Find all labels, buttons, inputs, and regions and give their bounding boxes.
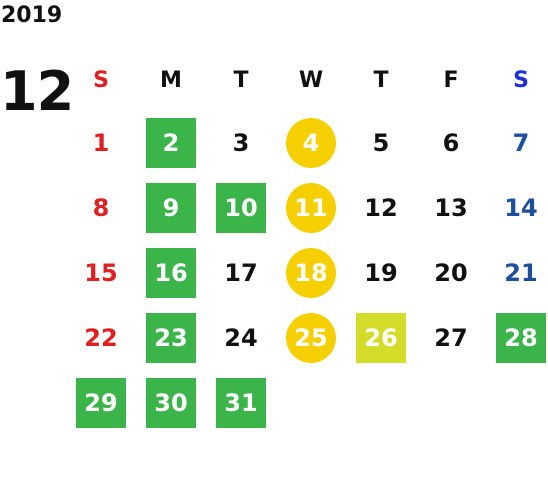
day-cell[interactable]: 9: [136, 175, 206, 240]
day-number: 29: [76, 377, 126, 428]
calendar-week-row: 8 9 10 11 12 13 14: [66, 175, 548, 240]
day-cell[interactable]: 27: [416, 305, 486, 370]
day-number: 25: [286, 312, 336, 363]
day-number: 11: [286, 182, 336, 233]
day-cell[interactable]: 26: [346, 305, 416, 370]
day-number: 27: [434, 323, 468, 352]
day-cell[interactable]: 19: [346, 240, 416, 305]
day-cell[interactable]: 16: [136, 240, 206, 305]
calendar-week-row: 1 2 3 4 5 6 7: [66, 110, 548, 175]
day-cell[interactable]: 8: [66, 175, 136, 240]
day-number: 14: [504, 193, 538, 222]
day-number: 6: [442, 128, 460, 157]
day-cell[interactable]: 25: [276, 305, 346, 370]
calendar-week-row: 29 30 31: [66, 370, 548, 435]
day-cell[interactable]: 22: [66, 305, 136, 370]
day-cell[interactable]: 1: [66, 110, 136, 175]
day-number: 7: [512, 128, 530, 157]
calendar-week-row: 15 16 17 18 19 20 21: [66, 240, 548, 305]
day-number: 23: [146, 312, 196, 363]
day-number: 30: [146, 377, 196, 428]
day-number: 26: [356, 312, 406, 363]
day-cell[interactable]: 7: [486, 110, 548, 175]
day-cell[interactable]: 30: [136, 370, 206, 435]
day-number: 31: [216, 377, 266, 428]
day-number: 20: [434, 258, 468, 287]
calendar-year: 2019: [1, 3, 63, 28]
day-cell[interactable]: 20: [416, 240, 486, 305]
day-cell[interactable]: 15: [66, 240, 136, 305]
day-number: 17: [224, 258, 258, 287]
day-number: 18: [286, 247, 336, 298]
day-number: 22: [84, 323, 118, 352]
calendar-month: 12: [0, 60, 74, 123]
day-cell[interactable]: 31: [206, 370, 276, 435]
day-cell[interactable]: 21: [486, 240, 548, 305]
day-cell[interactable]: 3: [206, 110, 276, 175]
day-number: 8: [92, 193, 110, 222]
day-cell[interactable]: 28: [486, 305, 548, 370]
day-cell[interactable]: 13: [416, 175, 486, 240]
day-cell[interactable]: 4: [276, 110, 346, 175]
day-cell[interactable]: 14: [486, 175, 548, 240]
calendar-week-row: 22 23 24 25 26 27 28: [66, 305, 548, 370]
weekday-thu: T: [373, 67, 389, 93]
day-number: 4: [286, 117, 336, 168]
day-number: 21: [504, 258, 538, 287]
day-cell[interactable]: 23: [136, 305, 206, 370]
day-cell[interactable]: 12: [346, 175, 416, 240]
day-number: 9: [146, 182, 196, 233]
weekday-sun: S: [93, 67, 109, 93]
day-number: 28: [496, 312, 546, 363]
day-cell[interactable]: 18: [276, 240, 346, 305]
day-number: 19: [364, 258, 398, 287]
weekday-sat: S: [513, 67, 529, 93]
day-cell[interactable]: 11: [276, 175, 346, 240]
day-cell[interactable]: 29: [66, 370, 136, 435]
day-number: 16: [146, 247, 196, 298]
day-cell[interactable]: 17: [206, 240, 276, 305]
weekday-mon: M: [160, 67, 182, 93]
day-number: 10: [216, 182, 266, 233]
day-number: 13: [434, 193, 468, 222]
day-cell[interactable]: 24: [206, 305, 276, 370]
day-cell[interactable]: 6: [416, 110, 486, 175]
day-number: 12: [364, 193, 398, 222]
day-number: 15: [84, 258, 118, 287]
day-number: 5: [372, 128, 390, 157]
day-number: 3: [232, 128, 250, 157]
weekday-wed: W: [298, 67, 324, 93]
day-cell[interactable]: 10: [206, 175, 276, 240]
day-cell[interactable]: 5: [346, 110, 416, 175]
weekday-fri: F: [443, 67, 459, 93]
day-cell[interactable]: 2: [136, 110, 206, 175]
day-number: 2: [146, 117, 196, 168]
day-number: 24: [224, 323, 258, 352]
day-number: 1: [92, 128, 110, 157]
weekday-tue: T: [233, 67, 249, 93]
